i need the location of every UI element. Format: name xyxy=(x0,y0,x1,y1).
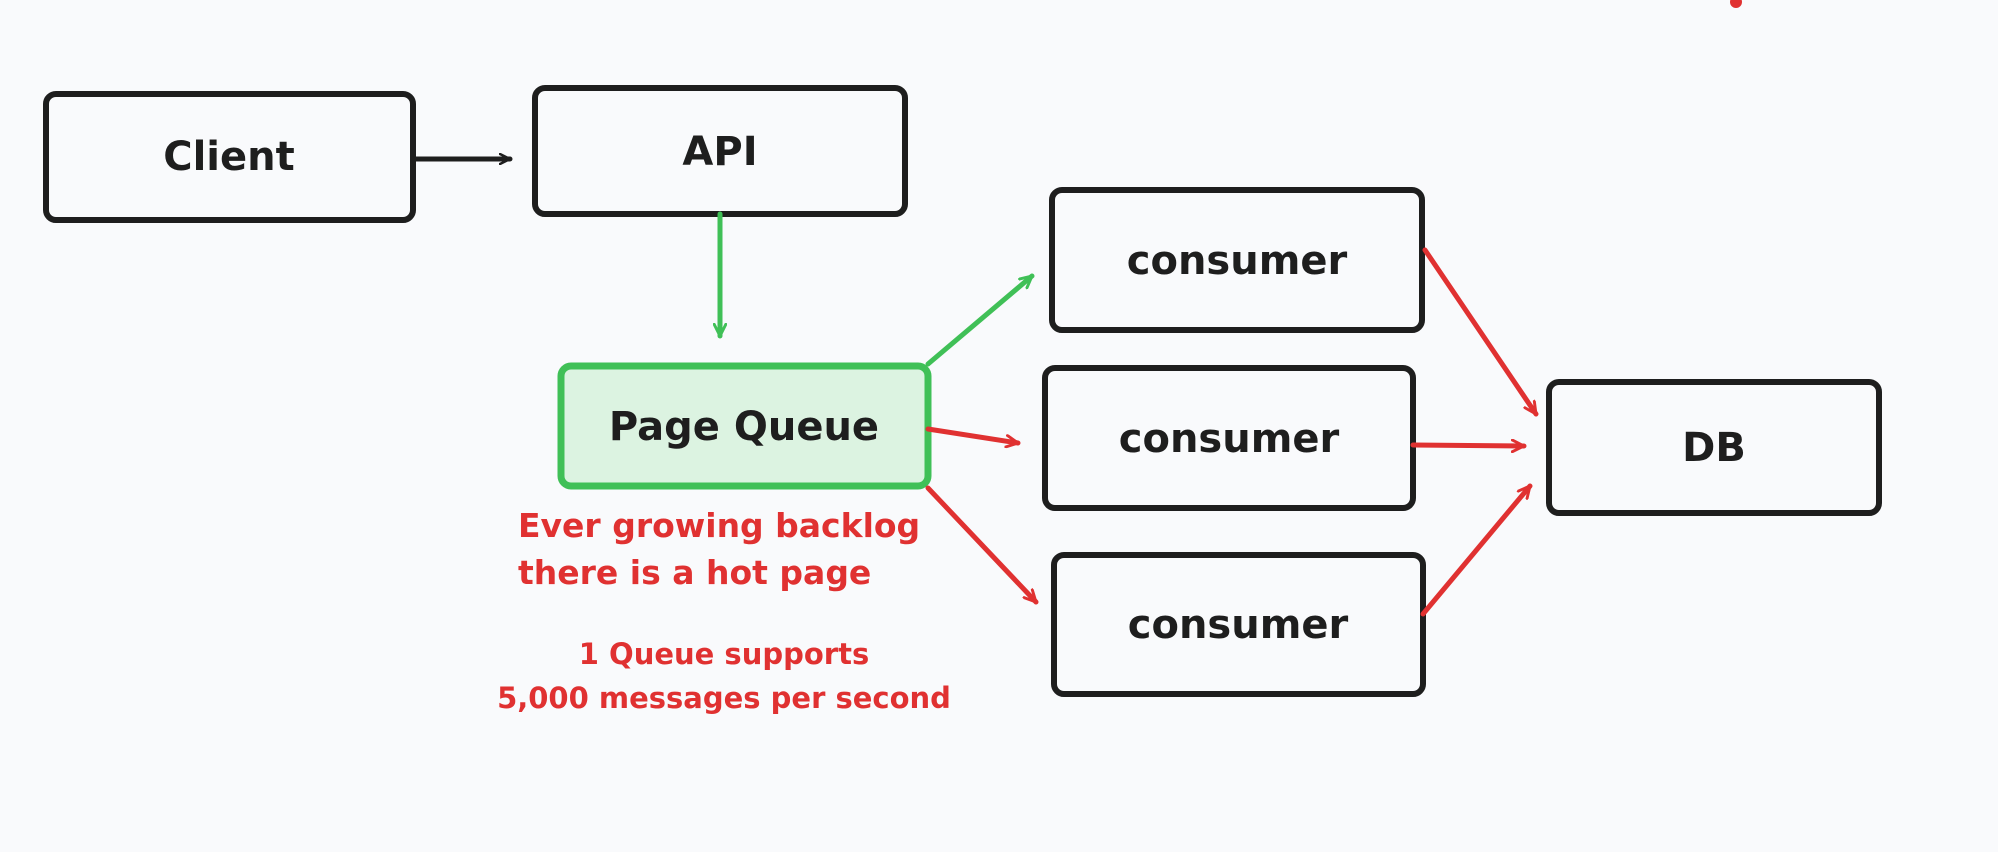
capacity-note-line-1: 1 Queue supports xyxy=(579,637,869,671)
arrow-queue-to-consumer-1 xyxy=(925,273,1035,367)
arrow-consumer-1-to-db xyxy=(1422,247,1539,417)
capacity-note-line-2: 5,000 messages per second xyxy=(497,681,951,715)
client-label: Client xyxy=(163,134,295,180)
stray-red-dot xyxy=(1730,0,1742,8)
consumer-node-2[interactable]: consumer xyxy=(1042,365,1416,511)
consumer-2-label: consumer xyxy=(1119,416,1340,462)
arrow-queue-to-consumer-2 xyxy=(925,426,1021,443)
api-node[interactable]: API xyxy=(532,85,908,217)
client-node[interactable]: Client xyxy=(43,91,416,223)
consumer-3-label: consumer xyxy=(1128,602,1349,648)
backlog-note-line-2: there is a hot page xyxy=(518,553,871,592)
consumer-node-1[interactable]: consumer xyxy=(1049,187,1425,333)
arrow-consumer-3-to-db xyxy=(1420,483,1533,617)
db-node[interactable]: DB xyxy=(1546,379,1882,516)
db-label: DB xyxy=(1682,425,1746,471)
consumer-1-label: consumer xyxy=(1127,238,1348,284)
consumer-node-3[interactable]: consumer xyxy=(1051,552,1426,697)
arrow-consumer-2-to-db xyxy=(1410,445,1527,446)
backlog-note-line-1: Ever growing backlog xyxy=(518,506,920,545)
page-queue-node[interactable]: Page Queue xyxy=(557,362,932,490)
page-queue-label: Page Queue xyxy=(609,404,879,450)
api-label: API xyxy=(682,129,757,175)
arrow-queue-to-consumer-3 xyxy=(925,485,1039,605)
